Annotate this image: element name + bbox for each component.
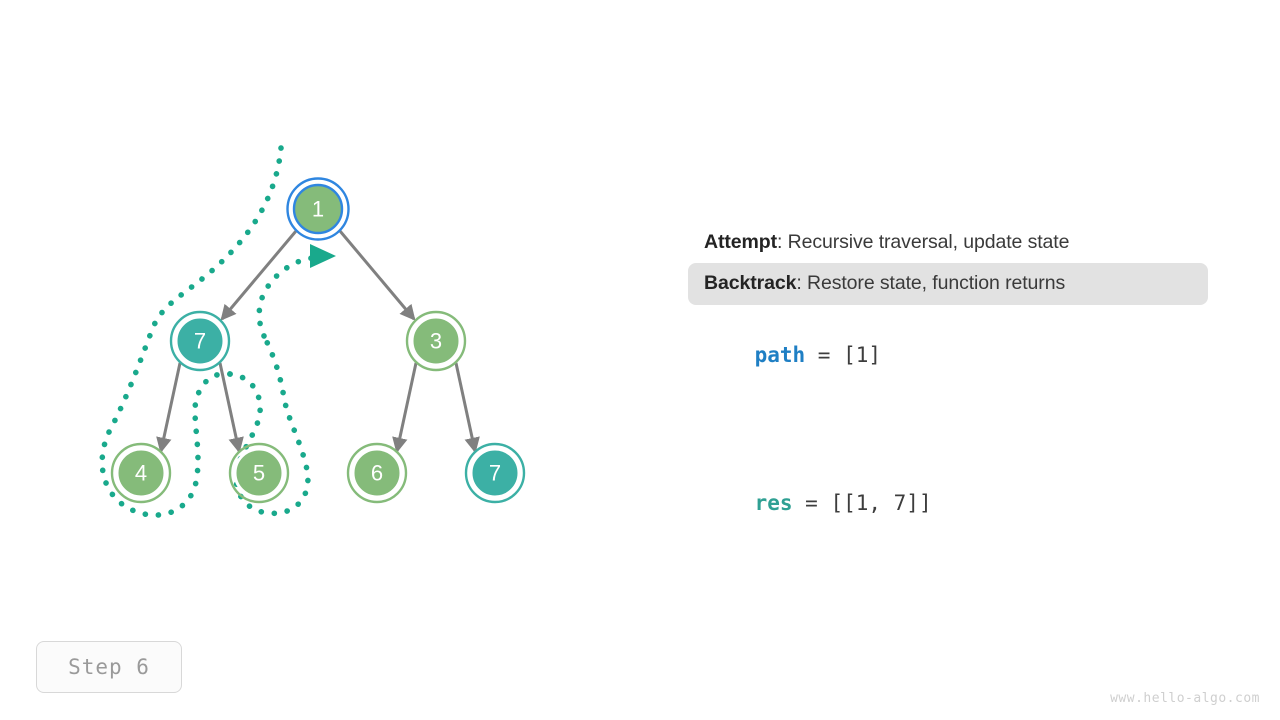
tree-node-6[interactable]: 6 (346, 442, 408, 504)
tree-node-4-label: 4 (135, 461, 147, 486)
info-panel: Attempt: Recursive traversal, update sta… (688, 222, 1208, 539)
legend-backtrack-keyword: Backtrack (704, 272, 797, 295)
edge-3-6 (392, 362, 418, 454)
legend-attempt-text: : Recursive traversal, update state (776, 231, 1070, 253)
tree-node-6-label: 6 (371, 461, 383, 486)
tree-node-3[interactable]: 3 (405, 310, 467, 372)
legend-attempt-keyword: Attempt (704, 231, 777, 253)
edge-1-3 (338, 230, 416, 321)
code-line-path: path = [1] (688, 319, 1208, 391)
edge-3-7r (454, 362, 480, 454)
tree-node-1-label: 1 (312, 197, 324, 222)
watermark: www.hello-algo.com (1110, 691, 1260, 706)
tree-edges (156, 230, 480, 454)
step-badge: Step 6 (36, 641, 182, 693)
edge-1-7 (220, 230, 298, 321)
tree-node-5-label: 5 (253, 461, 265, 486)
tree-node-4[interactable]: 4 (110, 442, 172, 504)
tree-node-7-left-label: 7 (194, 329, 206, 354)
edge-7-5 (218, 362, 244, 454)
tree-node-3-label: 3 (430, 329, 442, 354)
tree-node-1[interactable]: 1 (286, 177, 350, 241)
code-expr-path: = [1] (805, 342, 882, 367)
trace-path (99, 145, 321, 518)
code-line-res: res = [[1, 7]] (688, 467, 1208, 539)
tree-node-7-right-label: 7 (489, 461, 501, 486)
tree-node-7-right[interactable]: 7 (464, 442, 526, 504)
code-var-res: res (754, 490, 793, 515)
tree-node-5[interactable]: 5 (228, 442, 290, 504)
legend-backtrack-text: : Restore state, function returns (796, 272, 1066, 295)
code-var-path: path (754, 342, 806, 367)
trace-arrow-icon (310, 244, 336, 268)
edge-7-4 (156, 362, 182, 454)
tree-node-7-left[interactable]: 7 (169, 310, 231, 372)
legend-attempt: Attempt: Recursive traversal, update sta… (688, 222, 1208, 263)
code-expr-res: = [[1, 7]] (792, 490, 932, 515)
legend-backtrack: Backtrack: Restore state, function retur… (688, 263, 1208, 305)
tree-diagram: 1 7 3 4 5 6 7 (99, 145, 526, 518)
